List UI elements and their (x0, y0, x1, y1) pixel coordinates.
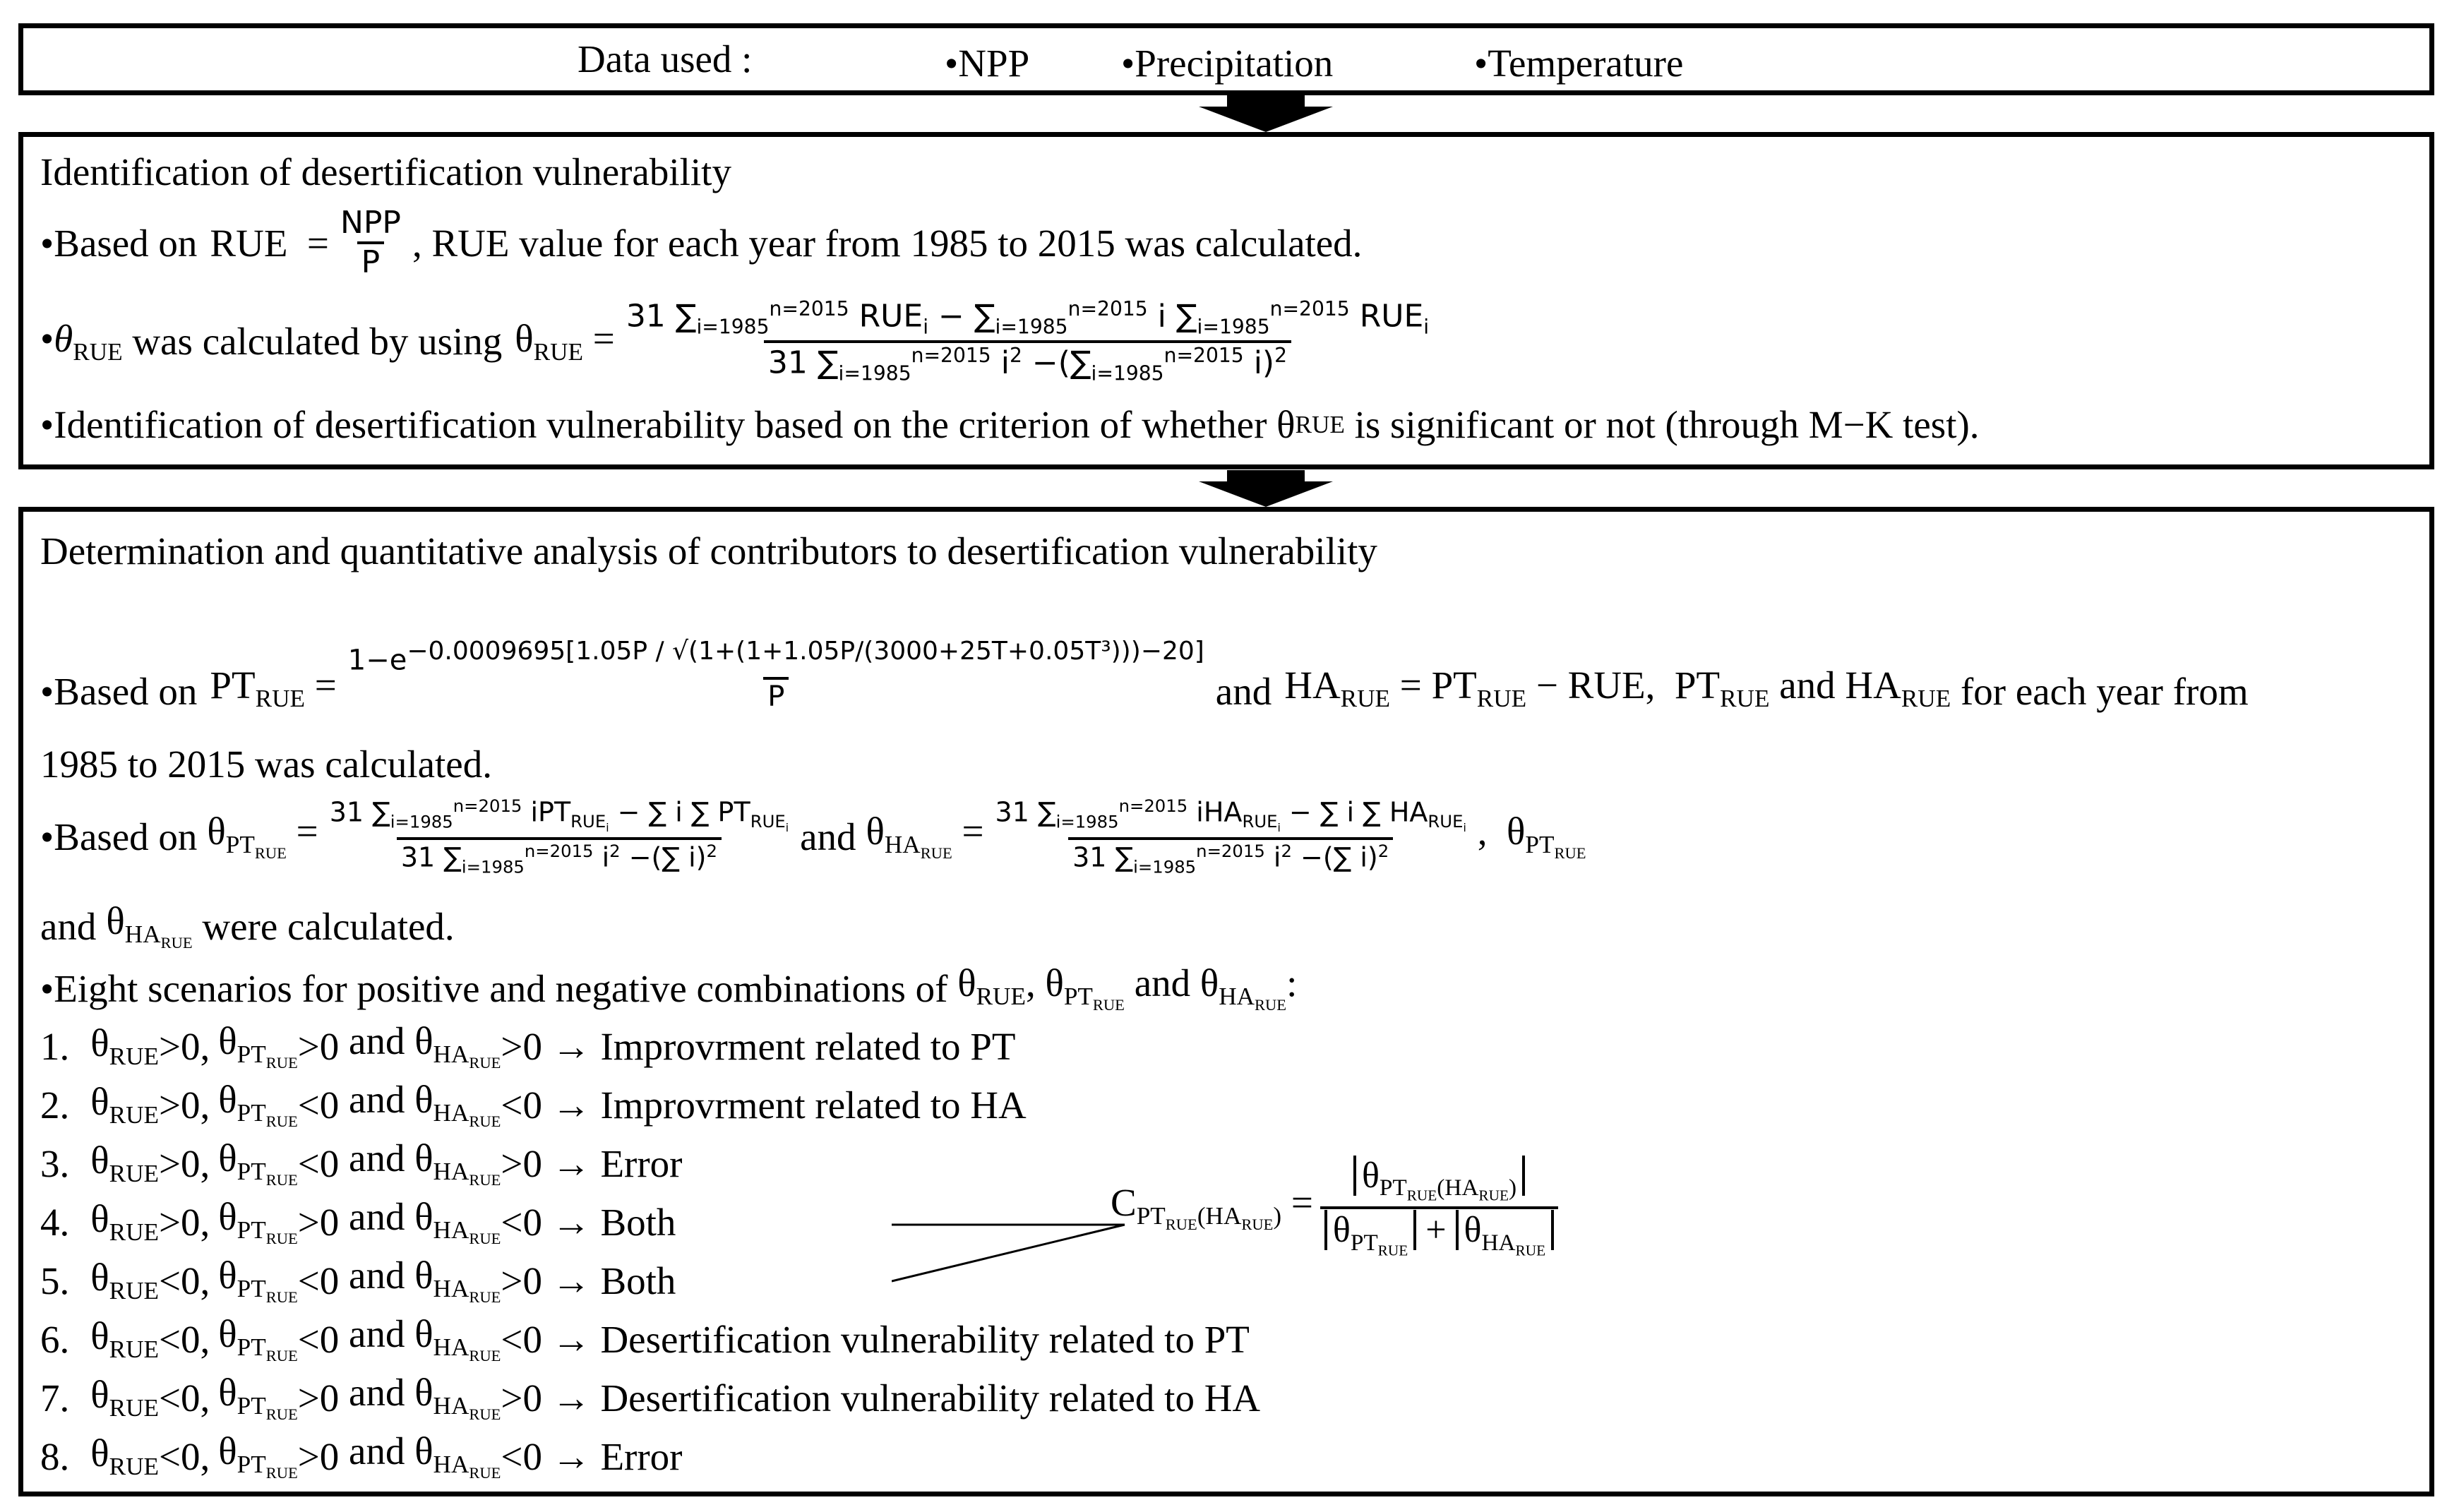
contribution-connector (892, 1223, 1125, 1283)
data-used-label: Data used : (578, 37, 753, 80)
contributors-box: Determination and quantitative analysis … (18, 507, 2434, 1496)
flow-arrow-1 (1199, 95, 1333, 132)
identification-box: Identification of desertification vulner… (18, 132, 2434, 469)
arrow-glyph: → (542, 1083, 601, 1127)
arrow-glyph: → (542, 1141, 601, 1185)
scenario-outcome: Improvrment related to HA (600, 1083, 1027, 1127)
scenario-outcome: Both (600, 1259, 676, 1302)
pt-rue-formula: 1−e−0.0009695[1.05P / √(1+(1+1.05P/(3000… (347, 637, 1204, 714)
data-item-precipitation: •Precipitation (1121, 42, 1334, 85)
arrow-glyph: → (542, 1434, 601, 1478)
scenario-row: 1.θRUE>0,θPTRUE>0 and θHARUE>0 → Improvr… (40, 1019, 1016, 1072)
data-item-npp: •NPP (945, 42, 1030, 85)
data-item-temperature: •Temperature (1474, 42, 1684, 85)
scenario-outcome: Error (600, 1434, 683, 1478)
scenario-row: 8.θRUE<0,θPTRUE>0 and θHARUE<0 → Error (40, 1429, 683, 1482)
arrow-glyph: → (542, 1200, 601, 1244)
scenario-outcome: Improvrment related to PT (600, 1024, 1016, 1068)
theta-line-2: and θHARUE were calculated. (40, 899, 455, 952)
scenario-row: 2.θRUE>0,θPTRUE<0 and θHARUE<0 → Improvr… (40, 1078, 1027, 1131)
pt-rue-line-2: 1985 to 2015 was calculated. (40, 743, 492, 786)
scenario-row: 6.θRUE<0,θPTRUE<0 and θHARUE<0 → Deserti… (40, 1312, 1250, 1365)
scenario-row: 5.θRUE<0,θPTRUE<0 and θHARUE>0 → Both (40, 1254, 676, 1307)
theta-ha-formula: 31 ∑i=1985n=2015 iHARUEi − ∑ i ∑ HARUEi … (995, 796, 1466, 877)
ident-criterion-line: •Identification of desertification vulne… (40, 403, 1980, 446)
arrow-glyph: → (542, 1376, 601, 1420)
theta-pt-formula: 31 ∑i=1985n=2015 iPTRUEi − ∑ i ∑ PTRUEi … (329, 796, 789, 877)
arrow-glyph: → (542, 1259, 601, 1302)
theta-pt-ha-line: •Based on θPTRUE = 31 ∑i=1985n=2015 iPTR… (40, 796, 1586, 877)
arrow-glyph: → (542, 1317, 601, 1361)
ident-theta-line: •θRUE was calculated by using θRUE = 31 … (40, 299, 1440, 383)
ident-title: Identification of desertification vulner… (40, 150, 731, 193)
contrib-title: Determination and quantitative analysis … (40, 529, 1377, 572)
arrow-glyph: → (542, 1024, 601, 1068)
scenario-intro: •Eight scenarios for positive and negati… (40, 961, 1298, 1014)
scenario-row: 7.θRUE<0,θPTRUE>0 and θHARUE>0 → Deserti… (40, 1371, 1261, 1424)
scenario-row: 3.θRUE>0,θPTRUE<0 and θHARUE>0 → Error (40, 1136, 683, 1189)
scenario-row: 4.θRUE>0,θPTRUE>0 and θHARUE<0 → Both (40, 1195, 676, 1248)
scenario-outcome: Error (600, 1141, 683, 1185)
flow-arrow-2 (1199, 470, 1333, 507)
scenario-outcome: Both (600, 1200, 676, 1244)
data-used-box: Data used : •NPP •Precipitation •Tempera… (18, 23, 2434, 95)
pt-rue-line: •Based on PTRUE = 1−e−0.0009695[1.05P / … (40, 637, 2249, 714)
scenario-outcome: Desertification vulnerability related to… (600, 1376, 1261, 1420)
contribution-formula: CPTRUE(HARUE) = θPTRUE(HARUE) θPTRUE + θ… (1111, 1156, 1565, 1259)
theta-rue-formula: 31 ∑i=1985n=2015 RUEi − ∑i=1985n=2015 i … (626, 297, 1430, 385)
scenario-outcome: Desertification vulnerability related to… (600, 1317, 1250, 1361)
